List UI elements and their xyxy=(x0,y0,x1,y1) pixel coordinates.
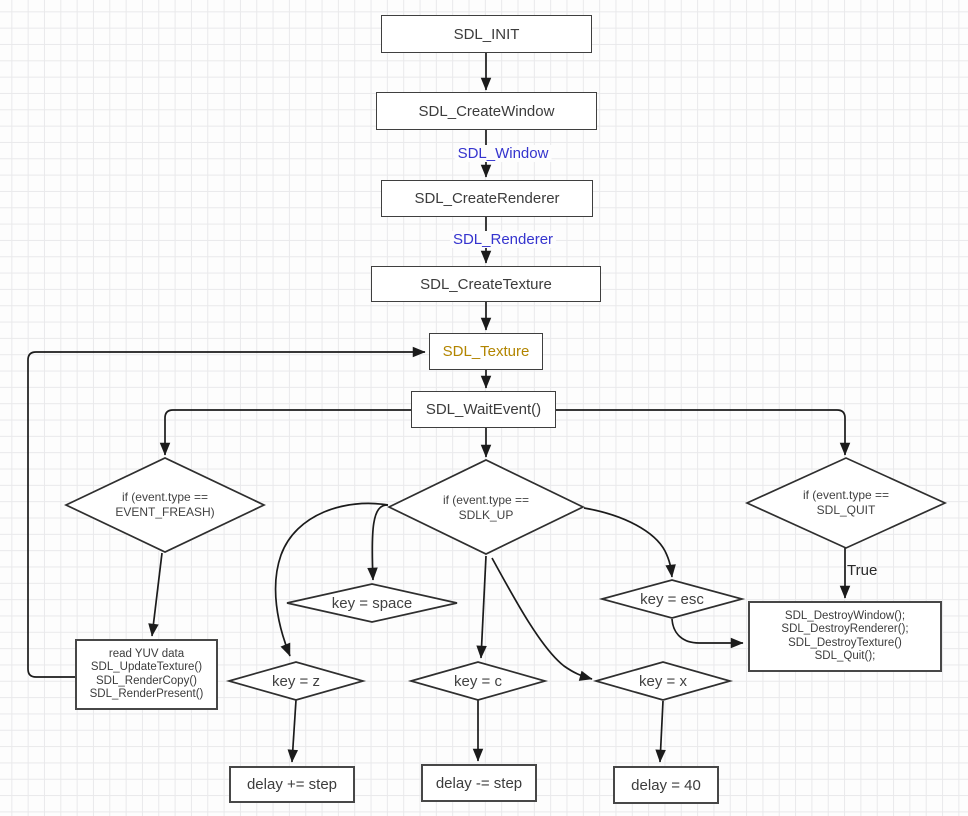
decision-key-x[interactable] xyxy=(592,661,734,701)
node-sdl-init-label: SDL_INIT xyxy=(453,25,520,43)
edge-condfresh-to-readyuv xyxy=(148,552,163,637)
edge-condkeyup-to-keyspace xyxy=(367,504,389,581)
destroy-line-4: SDL_Quit(); xyxy=(814,650,876,662)
edge-condkeyup-to-keyx xyxy=(491,557,593,681)
node-delay-plus-step[interactable]: delay += step xyxy=(229,766,355,803)
destroy-line-2: SDL_DestroyRenderer(); xyxy=(781,623,909,635)
node-sdl-init[interactable]: SDL_INIT xyxy=(381,15,592,53)
edge-condkeyup-to-keyc xyxy=(476,555,487,659)
decision-event-fresh[interactable] xyxy=(64,457,266,553)
decision-key-c[interactable] xyxy=(407,661,549,701)
edge-condkeyup-to-keyesc xyxy=(583,507,676,578)
node-read-yuv[interactable]: read YUV data SDL_UpdateTexture() SDL_Re… xyxy=(75,639,218,710)
edge-waitevent-to-condquit xyxy=(556,409,851,456)
node-sdl-create-renderer[interactable]: SDL_CreateRenderer xyxy=(381,180,593,217)
delay-plus-step-label: delay += step xyxy=(246,776,338,793)
node-sdl-create-window[interactable]: SDL_CreateWindow xyxy=(376,92,597,130)
node-sdl-texture[interactable]: SDL_Texture xyxy=(429,333,543,370)
node-destroy-quit[interactable]: SDL_DestroyWindow(); SDL_DestroyRenderer… xyxy=(748,601,942,672)
node-delay-minus-step[interactable]: delay -= step xyxy=(421,764,537,802)
delay-minus-step-label: delay -= step xyxy=(435,774,523,792)
read-yuv-line-4: SDL_RenderPresent() xyxy=(89,688,204,700)
read-yuv-line-2: SDL_UpdateTexture() xyxy=(90,661,203,673)
destroy-line-1: SDL_DestroyWindow(); xyxy=(784,609,906,622)
decision-sdl-quit[interactable] xyxy=(744,457,948,549)
edge-keyx-to-delay40 xyxy=(655,700,666,763)
node-sdl-create-renderer-label: SDL_CreateRenderer xyxy=(414,190,560,207)
decision-key-space[interactable] xyxy=(286,583,458,623)
read-yuv-line-1: read YUV data xyxy=(108,647,185,660)
decision-key-z[interactable] xyxy=(225,661,367,701)
node-sdl-wait-event[interactable]: SDL_WaitEvent() xyxy=(411,391,556,428)
node-sdl-create-texture-label: SDL_CreateTexture xyxy=(420,275,552,293)
edge-condkeyup-to-keyz xyxy=(274,502,389,657)
delay-40-label: delay = 40 xyxy=(631,776,701,794)
node-sdl-texture-label: SDL_Texture xyxy=(442,343,530,360)
edge-readyuv-loop-to-texture xyxy=(27,346,426,678)
edge-keyz-to-delayplus xyxy=(287,699,299,763)
edge-label-true: True xyxy=(847,562,878,579)
decision-sdlk-up[interactable] xyxy=(387,459,585,555)
edge-label-sdl-renderer: SDL_Renderer xyxy=(449,231,557,248)
read-yuv-line-3: SDL_RenderCopy() xyxy=(96,674,197,687)
destroy-line-3: SDL_DestroyTexture() xyxy=(788,636,902,649)
node-sdl-create-texture[interactable]: SDL_CreateTexture xyxy=(371,266,601,302)
edge-keyesc-to-destroy xyxy=(671,618,744,649)
node-sdl-create-window-label: SDL_CreateWindow xyxy=(418,102,555,120)
node-delay-40[interactable]: delay = 40 xyxy=(613,766,719,804)
node-sdl-wait-event-label: SDL_WaitEvent() xyxy=(425,401,542,418)
edge-label-sdl-window: SDL_Window xyxy=(454,145,552,162)
edge-waitevent-to-condfresh xyxy=(159,409,411,456)
decision-key-esc[interactable] xyxy=(598,579,746,619)
